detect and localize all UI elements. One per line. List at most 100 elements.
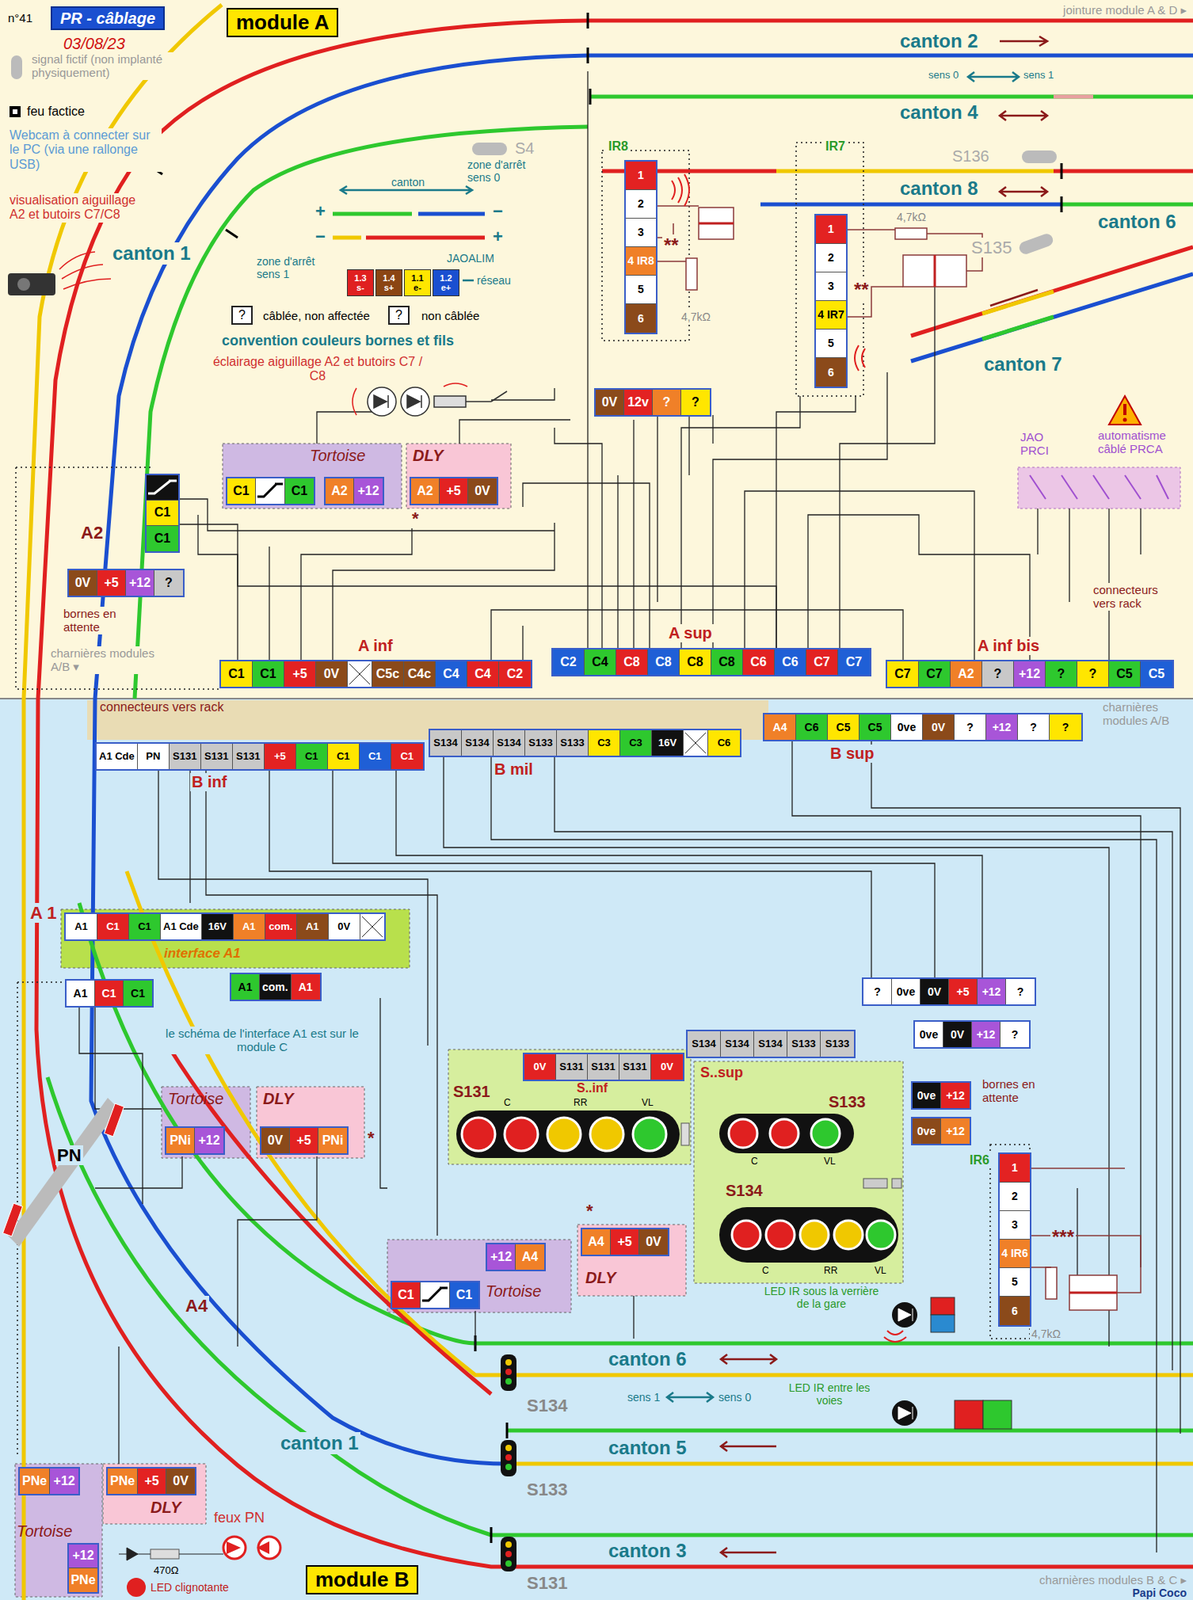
crossed-terminal — [347, 662, 372, 687]
terminal-label: C3 — [597, 737, 611, 749]
terminal-label: C1 — [106, 921, 120, 933]
panel-heading: S133 — [828, 1093, 866, 1112]
title-text: module B — [315, 1567, 409, 1592]
track-rails-part — [1061, 202, 1193, 207]
terminal-label: 0ve — [896, 986, 915, 999]
terminal-strip: A1 CdePNS131S131S131+5C1C1C1C1 — [95, 742, 425, 771]
terminal-label: +12 — [976, 1029, 996, 1041]
terminal-cell — [420, 1282, 450, 1308]
terminal-label: C1 — [137, 921, 152, 933]
annotation-label: zone d'arrêt sens 0 — [465, 158, 546, 184]
annotation-label: − — [491, 201, 505, 222]
terminal-strip: C1C1 — [225, 476, 316, 506]
track-rails-part — [23, 4, 222, 699]
terminal-label: A1 Cde — [163, 921, 199, 933]
terminal-label: 0V — [950, 1029, 965, 1041]
ir-detector-circuit-part — [1045, 1267, 1057, 1300]
annotation-label: S131 — [525, 1573, 569, 1594]
legend-swatch: 1.2 e+ — [432, 269, 460, 297]
terminal-cell: 2 — [815, 243, 847, 273]
legend-icons-part — [1123, 418, 1128, 423]
terminal-label: C1 — [228, 667, 244, 682]
track-rails-part — [506, 1462, 1193, 1467]
terminal-cell: 5 — [625, 275, 656, 305]
annotation-label: 03/08/23 — [61, 34, 127, 54]
wiring-part — [839, 261, 935, 648]
terminal-label: ? — [663, 396, 671, 410]
terminal-label: 4 IR7 — [817, 308, 844, 321]
terminal-cell: S134 — [430, 730, 462, 756]
terminal-label: C2 — [560, 655, 576, 670]
terminal-strip: A4C6C5C50ve0V?+12?? — [762, 712, 1083, 742]
terminal-strip: S134S134S134S133S133C3C316VC6 — [428, 728, 742, 758]
annotation-label: − — [313, 226, 328, 247]
terminal-cell: 0V — [328, 914, 361, 940]
terminal-cell: C6 — [708, 730, 740, 756]
terminal-label: 2 — [827, 251, 835, 264]
wiring-part — [268, 546, 270, 660]
wiring — [79, 71, 1181, 1553]
signal-head-part — [811, 1119, 840, 1148]
terminal-cell: 6 — [999, 1296, 1030, 1326]
signal-head-part — [728, 1119, 758, 1148]
terminal-label: 1 — [827, 223, 835, 236]
terminal-strip: 0V12v?? — [594, 388, 712, 417]
track-signal-part — [500, 1536, 517, 1572]
level-crossing-part — [3, 1203, 23, 1237]
terminal-cell: +5 — [439, 478, 469, 504]
terminal-cell: C1 — [327, 743, 360, 770]
terminal-cell: C2 — [499, 661, 531, 687]
annotation-label: 4,7kΩ — [1029, 1327, 1063, 1341]
panel-fill — [15, 1463, 103, 1598]
terminal-cell: +5 — [289, 1128, 319, 1154]
terminal-cell: PNe — [19, 1468, 50, 1495]
legend-text: 1.1 e- — [406, 273, 429, 293]
terminal-label: 0V — [474, 484, 491, 499]
terminal-label: 3 — [827, 280, 835, 293]
module-panel: interface A1A1C1C1A1 Cde16VA1com.A10V — [60, 909, 410, 969]
terminal-label: C1 — [456, 1288, 473, 1303]
terminal-label: PNe — [70, 1574, 96, 1588]
annotation-label: canton 6 — [606, 1348, 689, 1371]
annotation-label: feux PN — [212, 1509, 267, 1527]
terminal-cell: 0V — [316, 661, 348, 687]
annotation-label: ? — [231, 305, 253, 325]
terminal-label: 0V — [267, 1134, 284, 1148]
track-rails-part — [590, 95, 1193, 100]
terminal-label: C8 — [623, 655, 640, 670]
annotation-label: feu factice — [25, 104, 87, 119]
cross-line — [362, 916, 383, 938]
terminal-cell: 3 — [815, 272, 847, 302]
signal-head-part — [456, 1110, 680, 1159]
terminal-strip: 0V+5PNi — [259, 1126, 349, 1155]
terminal-label: +5 — [617, 1235, 632, 1250]
terminal-cell: PNe — [107, 1468, 138, 1495]
terminal-cell: 16V — [651, 730, 684, 756]
annotation-label: + — [313, 201, 328, 222]
legend-icons-part — [1109, 396, 1141, 425]
terminal-cell: +12 — [971, 1021, 1001, 1048]
signal-head-part — [891, 1178, 902, 1189]
annotation-label: RR — [573, 1097, 587, 1110]
terminal-label: 0V — [533, 1061, 547, 1073]
terminal-cell: C3 — [588, 730, 621, 756]
lighting-diodes — [352, 383, 507, 416]
terminal-label: +12 — [129, 576, 151, 591]
ir-led-part — [983, 1400, 1012, 1430]
terminal-strip: ?0ve0V+5+12? — [861, 977, 1037, 1007]
track-signal-part — [505, 1378, 512, 1385]
signal-head-part — [719, 1113, 854, 1154]
track-arrow-part — [720, 1441, 777, 1452]
crossed-terminal — [360, 914, 385, 939]
terminal-cell: S134 — [754, 1031, 788, 1057]
terminal-cell: 4 IR7 — [815, 301, 847, 330]
track-rails-part — [506, 1429, 1193, 1434]
wiring-part — [474, 1311, 476, 1347]
terminal-label: S134 — [724, 1038, 749, 1050]
wiring-part — [178, 524, 777, 648]
terminal-label: 0ve — [919, 1029, 938, 1041]
legend-icons-part — [12, 109, 18, 115]
terminal-label: 4 IR8 — [627, 255, 654, 267]
terminal-strip: C1C1 — [144, 473, 180, 553]
